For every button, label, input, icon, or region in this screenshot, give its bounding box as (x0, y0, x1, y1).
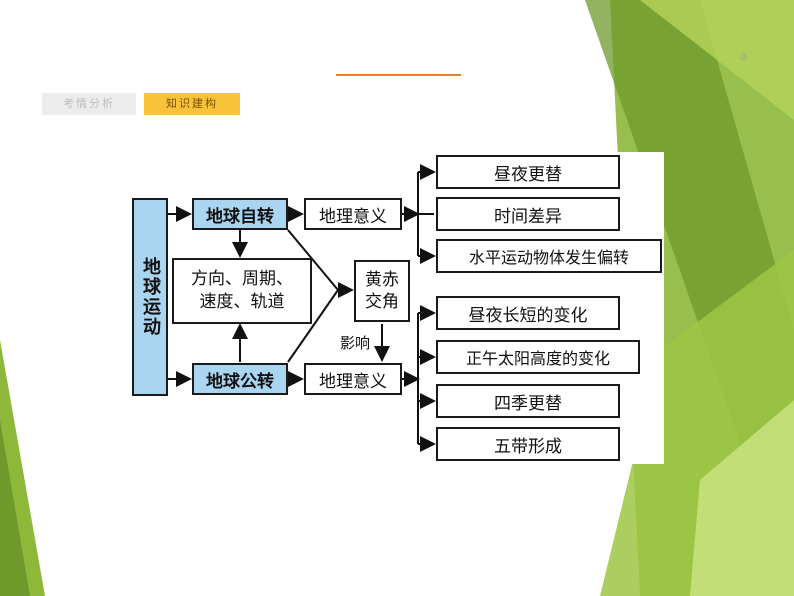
node-seasons-alternation: 四季更替 (436, 384, 620, 418)
node-day-night-alternation: 昼夜更替 (436, 155, 620, 189)
node-noon-sun-altitude-change: 正午太阳高度的变化 (436, 340, 640, 374)
common-line1: 方向、周期、 (191, 269, 293, 290)
node-common-properties: 方向、周期、 速度、轨道 (172, 258, 312, 324)
node-day-length-change: 昼夜长短的变化 (436, 296, 620, 330)
node-ecliptic-obliquity: 黄赤 交角 (354, 260, 410, 322)
tab-knowledge-construction[interactable]: 知识建构 (144, 93, 240, 115)
obliquity-line2: 交角 (365, 292, 399, 312)
node-five-zones: 五带形成 (436, 427, 620, 461)
node-earth-rotation: 地球自转 (192, 198, 288, 230)
node-earth-revolution: 地球公转 (192, 363, 288, 395)
page-number: -3- (738, 52, 749, 62)
title-underline (336, 74, 461, 76)
obliquity-line1: 黄赤 (365, 269, 399, 290)
node-horizontal-deflection: 水平运动物体发生偏转 (436, 239, 662, 273)
connector-lines (168, 164, 436, 452)
tab-exam-analysis[interactable]: 考情分析 (42, 93, 136, 115)
node-revolution-significance: 地理意义 (304, 363, 402, 395)
common-line2: 速度、轨道 (199, 292, 285, 312)
node-time-difference: 时间差异 (436, 197, 620, 231)
influence-label: 影响 (340, 334, 371, 352)
node-rotation-significance: 地理意义 (304, 198, 402, 230)
concept-diagram: 地球运动 地球自转 地球公转 方向、周期、 速度、轨道 黄赤 交角 影响 地理意… (130, 152, 664, 464)
node-earth-motion: 地球运动 (132, 198, 168, 396)
